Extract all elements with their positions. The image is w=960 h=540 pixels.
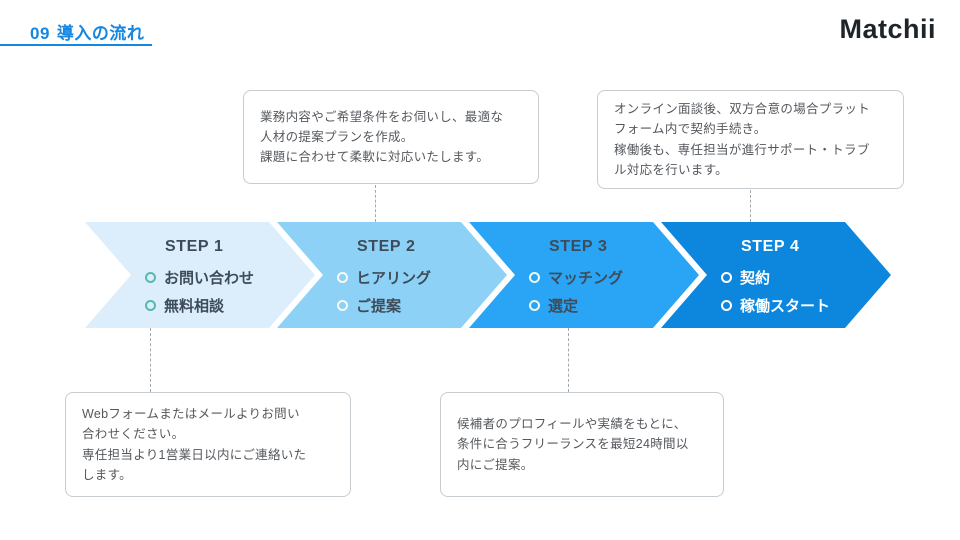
callout-step4: オンライン面談後、双方合意の場合プラット フォーム内で契約手続き。 稼働後も、専…: [597, 90, 904, 189]
connector-step3: [568, 328, 569, 392]
connector-step1: [150, 328, 151, 392]
callout-step1-text: Webフォームまたはメールよりお問い 合わせください。 専任担当より1営業日以内…: [82, 407, 307, 482]
bullet-icon: [337, 272, 348, 283]
list-item: ヒアリング: [337, 267, 507, 288]
slide-number: 09: [30, 24, 50, 43]
callout-step2: 業務内容やご希望条件をお伺いし、最適な 人材の提案プランを作成。 課題に合わせて…: [243, 90, 539, 184]
list-item: マッチング: [529, 267, 699, 288]
connector-step4: [750, 190, 751, 222]
step-3-items: マッチング 選定: [529, 267, 699, 316]
step-2-items: ヒアリング ご提案: [337, 267, 507, 316]
bullet-icon: [529, 272, 540, 283]
callout-step1: Webフォームまたはメールよりお問い 合わせください。 専任担当より1営業日以内…: [65, 392, 351, 497]
step-4-item-1: 契約: [740, 270, 771, 287]
list-item: お問い合わせ: [145, 267, 315, 288]
step-4-items: 契約 稼働スタート: [721, 267, 891, 316]
bullet-icon: [145, 300, 156, 311]
step-1-item-1: お問い合わせ: [164, 270, 255, 287]
bullet-icon: [529, 300, 540, 311]
step-1-item-2: 無料相談: [164, 298, 225, 315]
step-1-items: お問い合わせ 無料相談: [145, 267, 315, 316]
step-2-label: STEP 2: [357, 238, 416, 255]
step-2-item-2: ご提案: [356, 298, 402, 315]
slide-title-text: 導入の流れ: [56, 24, 145, 43]
connector-step2: [375, 185, 376, 222]
step-4-content: STEP 4 契約 稼働スタート: [661, 222, 891, 328]
callout-step2-text: 業務内容やご希望条件をお伺いし、最適な 人材の提案プランを作成。 課題に合わせて…: [260, 109, 504, 165]
step-3-item-2: 選定: [548, 298, 579, 315]
step-4-label: STEP 4: [741, 238, 800, 255]
list-item: 稼働スタート: [721, 295, 891, 316]
bullet-icon: [337, 300, 348, 311]
list-item: 契約: [721, 267, 891, 288]
process-flow: STEP 1 お問い合わせ 無料相談 STEP 2: [0, 222, 960, 328]
title-underline: [0, 44, 152, 46]
callout-step3-text: 候補者のプロフィールや実績をもとに、 条件に合うフリーランスを最短24時間以 内…: [457, 417, 689, 472]
step-1-content: STEP 1 お問い合わせ 無料相談: [85, 222, 315, 328]
list-item: ご提案: [337, 295, 507, 316]
step-3-label: STEP 3: [549, 238, 608, 255]
callout-step3: 候補者のプロフィールや実績をもとに、 条件に合うフリーランスを最短24時間以 内…: [440, 392, 724, 497]
step-1-chevron: STEP 1 お問い合わせ 無料相談: [85, 222, 315, 328]
step-4-item-2: 稼働スタート: [740, 298, 831, 315]
bullet-icon: [721, 272, 732, 283]
step-3-content: STEP 3 マッチング 選定: [469, 222, 699, 328]
callout-step4-text: オンライン面談後、双方合意の場合プラット フォーム内で契約手続き。 稼働後も、専…: [614, 102, 871, 177]
list-item: 選定: [529, 295, 699, 316]
list-item: 無料相談: [145, 295, 315, 316]
bullet-icon: [721, 300, 732, 311]
step-3-item-1: マッチング: [548, 270, 624, 287]
bullet-icon: [145, 272, 156, 283]
step-1-label: STEP 1: [165, 238, 224, 255]
brand-logo: Matchii: [839, 14, 936, 44]
page-title: 09 導入の流れ: [30, 19, 144, 44]
step-2-item-1: ヒアリング: [356, 270, 432, 287]
step-2-content: STEP 2 ヒアリング ご提案: [277, 222, 507, 328]
